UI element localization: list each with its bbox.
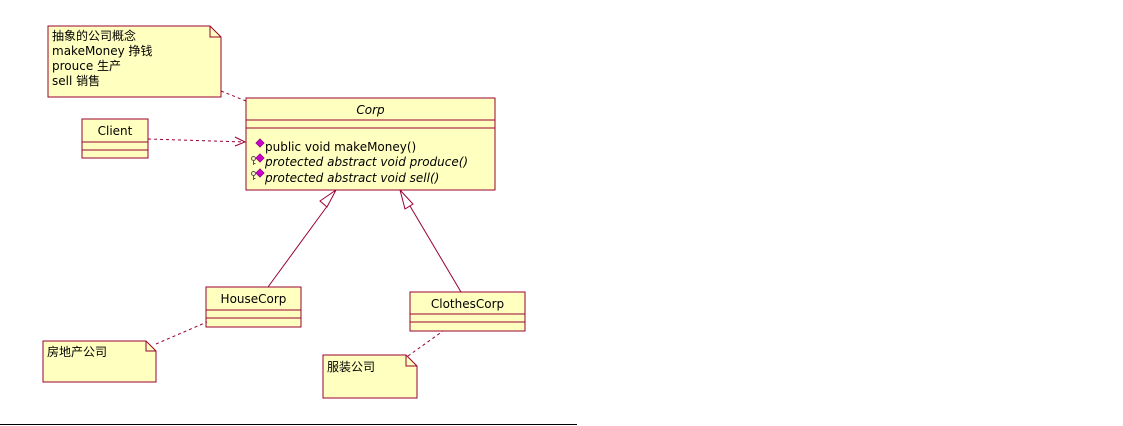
class-corp[interactable]: Corp public void makeMoney() protected a… bbox=[245, 97, 496, 191]
house-note-anchor-line bbox=[155, 321, 208, 345]
clothes-corp-note[interactable]: 服装公司 bbox=[322, 354, 418, 399]
operation-sell: protected abstract void sell() bbox=[264, 171, 439, 185]
public-method-icon bbox=[255, 138, 265, 148]
generalization-arrow bbox=[267, 189, 337, 288]
generalization-arrow bbox=[399, 189, 462, 293]
key-icon bbox=[251, 171, 256, 180]
house-corp-note-text: 房地产公司 bbox=[47, 344, 107, 359]
corp-note[interactable]: 抽象的公司概念 makeMoney 挣钱 prouce 生产 sell 销售 bbox=[47, 25, 222, 98]
class-clothes-corp[interactable]: ClothesCorp bbox=[409, 291, 526, 332]
class-corp-name: Corp bbox=[356, 103, 385, 117]
corp-note-anchor-line bbox=[220, 90, 247, 102]
dependency-arrow bbox=[147, 136, 247, 147]
protected-method-icon bbox=[251, 153, 265, 165]
house-corp-note[interactable]: 房地产公司 bbox=[42, 340, 157, 383]
class-client-name: Client bbox=[98, 124, 133, 138]
clothes-note-anchor-line bbox=[407, 330, 444, 357]
class-client[interactable]: Client bbox=[81, 118, 149, 159]
class-house-corp[interactable]: HouseCorp bbox=[205, 286, 302, 328]
protected-method-icon bbox=[251, 168, 265, 180]
operation-make-money: public void makeMoney() bbox=[265, 140, 416, 154]
class-clothes-corp-name: ClothesCorp bbox=[431, 297, 504, 311]
corp-note-line-4: sell 销售 bbox=[52, 73, 100, 88]
corp-note-line-1: 抽象的公司概念 bbox=[52, 28, 136, 43]
corp-note-line-3: prouce 生产 bbox=[52, 59, 121, 73]
clothes-corp-note-text: 服装公司 bbox=[327, 360, 375, 374]
corp-note-line-2: makeMoney 挣钱 bbox=[52, 43, 153, 58]
key-icon bbox=[251, 156, 256, 165]
operation-produce: protected abstract void produce() bbox=[264, 155, 468, 169]
class-house-corp-name: HouseCorp bbox=[221, 292, 287, 306]
